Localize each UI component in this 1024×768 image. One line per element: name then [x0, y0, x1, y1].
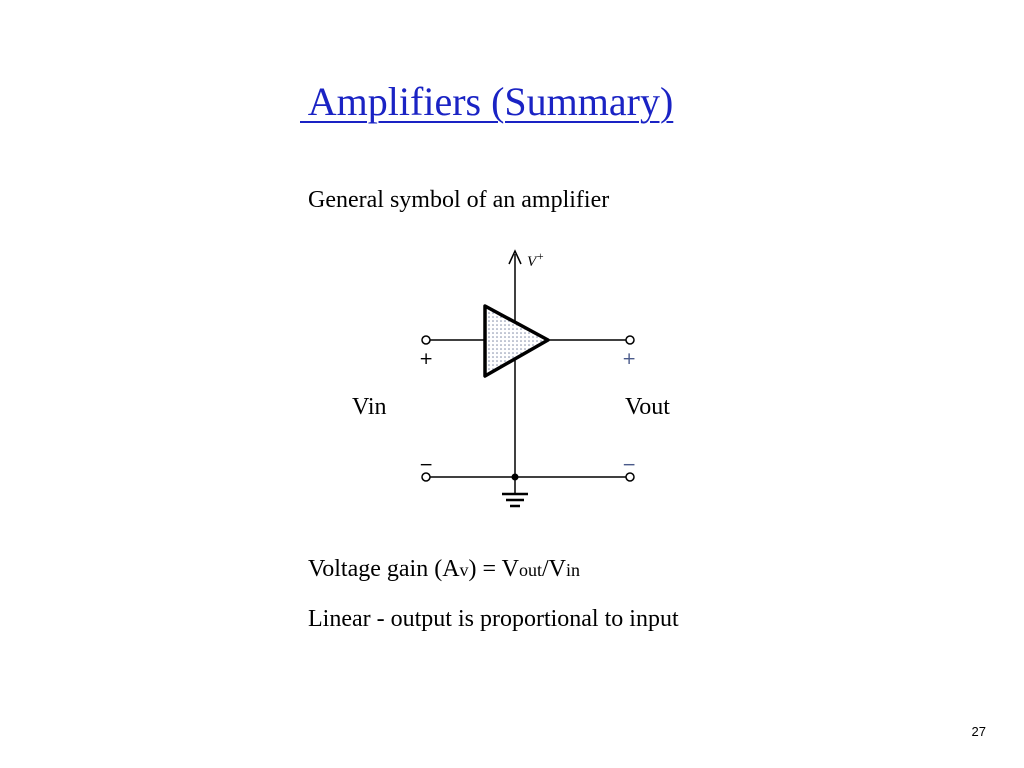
vout-label: Vout [625, 394, 670, 420]
output-plus-terminal [625, 335, 635, 345]
gain-mid: ) = V [468, 556, 519, 582]
input-minus-terminal [421, 472, 431, 482]
linearity-statement: Linear - output is proportional to input [308, 606, 679, 632]
page-number: 27 [971, 724, 986, 739]
diagram-caption: General symbol of an amplifier [308, 187, 610, 213]
amplifier-triangle [483, 304, 550, 378]
vin-label: Vin [352, 394, 387, 420]
gain-v-subscript: v [459, 560, 469, 580]
ground-icon [502, 492, 528, 508]
input-minus-sign: − [419, 455, 433, 475]
slide-title: Amplifiers (Summary) [300, 79, 674, 124]
output-minus-terminal [625, 472, 635, 482]
voltage-gain-formula: Voltage gain (Av) = Vout/Vin [308, 556, 580, 583]
input-plus-sign: + [419, 349, 433, 369]
supply-arrow-icon [508, 249, 522, 265]
gain-prefix: Voltage gain (A [308, 556, 460, 582]
output-plus-sign: + [622, 349, 636, 369]
gain-slash: /V [541, 556, 566, 582]
output-minus-sign: − [622, 455, 636, 475]
gain-out-subscript: out [518, 560, 542, 580]
gain-in-subscript: in [565, 560, 580, 580]
supply-label: V+ [527, 249, 544, 270]
amplifier-symbol-diagram: V+ + + − − [419, 249, 636, 508]
input-plus-terminal [421, 335, 431, 345]
